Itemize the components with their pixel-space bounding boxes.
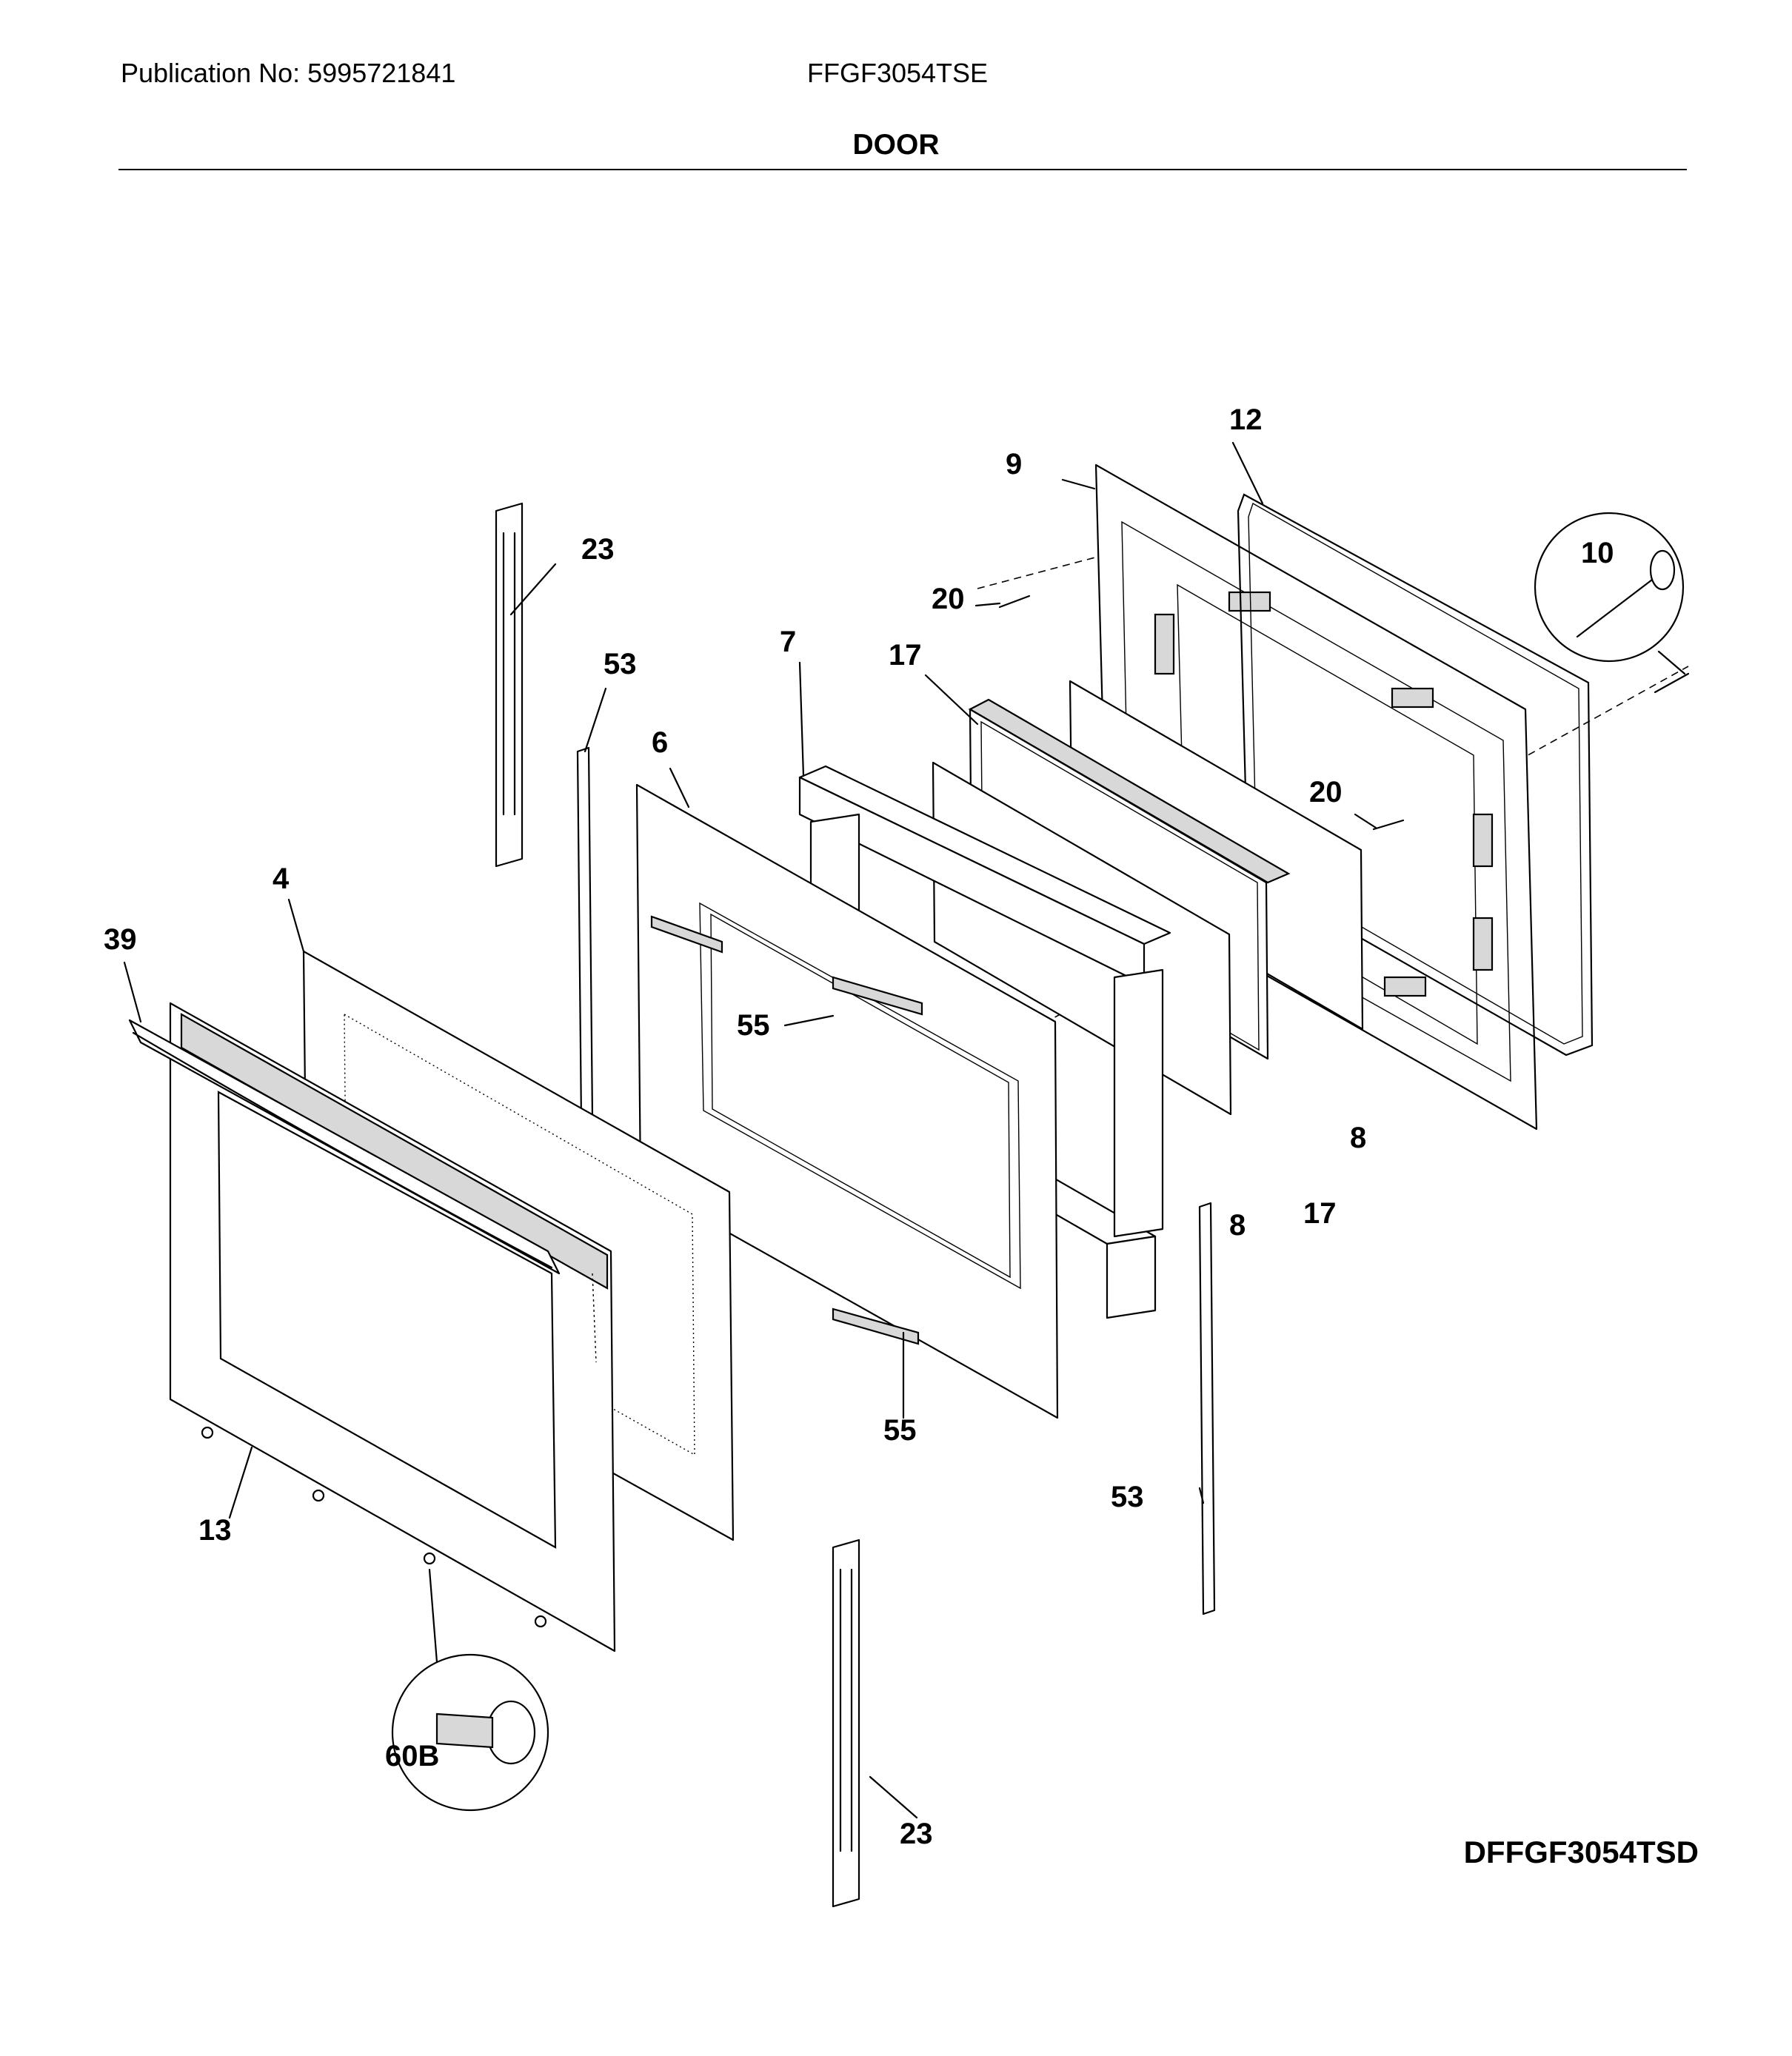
section-title: DOOR: [852, 129, 940, 161]
callout-12: 12: [1229, 404, 1263, 436]
callout-55-upper: 55: [737, 1009, 770, 1042]
callout-4: 4: [273, 863, 290, 895]
callout-20-upper: 20: [932, 583, 965, 615]
callout-53-upper: 53: [604, 648, 637, 680]
callout-55-lower: 55: [883, 1414, 917, 1447]
callout-17-upper: 17: [889, 639, 922, 672]
callout-9: 9: [1006, 448, 1022, 480]
screw-detail-10: [1534, 512, 1690, 694]
publication-number: Publication No: 5995721841: [121, 58, 456, 88]
callout-8-right: 8: [1350, 1122, 1366, 1154]
callout-53-lower: 53: [1111, 1481, 1144, 1513]
drawing-id: DFFGF3054TSD: [1463, 1835, 1699, 1869]
callout-7: 7: [780, 626, 796, 658]
callout-8-center: 8: [1229, 1209, 1246, 1242]
door-hinges: [495, 502, 860, 1908]
door-screws: [201, 1426, 547, 1628]
door-gasket: [1237, 493, 1594, 1057]
header-rule: [118, 169, 1687, 170]
callout-23-lower: 23: [900, 1818, 933, 1850]
outer-door: [169, 1002, 616, 1652]
callout-leaders: [123, 441, 1377, 1819]
inner-door-panel: [635, 783, 1059, 1419]
door-handle: [128, 1019, 561, 1275]
callout-6: 6: [652, 726, 668, 759]
callout-20-lower: 20: [1309, 776, 1343, 808]
hinge-pins: [998, 595, 1405, 831]
callout-23-upper: 23: [581, 533, 615, 566]
callout-17-lower: 17: [1303, 1197, 1337, 1230]
model-number: FFGF3054TSE: [807, 58, 989, 88]
callout-13: 13: [198, 1514, 232, 1547]
callout-39: 39: [104, 923, 137, 956]
callout-60b: 60B: [385, 1740, 439, 1772]
callout-10: 10: [1581, 537, 1614, 569]
part-callouts: 12 9 10 23 20 7 17 53 20 6 4 39 55 8 17 …: [104, 404, 1614, 1850]
door-brackets: [650, 915, 923, 1345]
screw-detail-60b: [391, 1568, 549, 1812]
